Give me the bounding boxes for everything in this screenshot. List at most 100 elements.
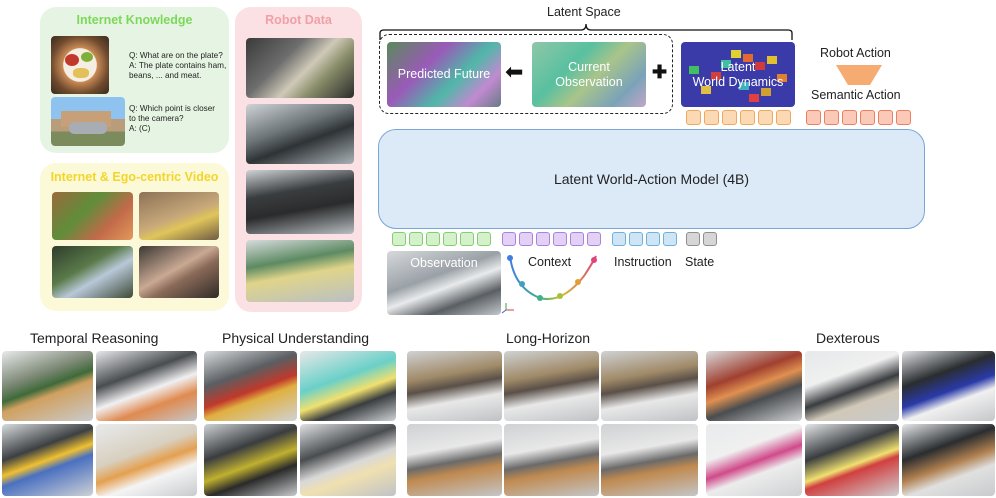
latent-token [740, 110, 755, 125]
current-observation-line-1: Current [568, 60, 610, 74]
latent-token [722, 110, 737, 125]
internet-knowledge-title: Internet Knowledge [76, 13, 193, 27]
context-label: Context [528, 255, 572, 269]
food-plate-image [51, 36, 109, 94]
qa-plate-answer-2: beans, ... and meat. [129, 71, 202, 80]
robot-data-panel: Robot Data [235, 7, 362, 312]
observation-token [426, 232, 440, 246]
dynamics-heatmap [689, 50, 787, 102]
robot-frame-2 [246, 104, 354, 164]
dexterous-frame-3 [902, 351, 995, 421]
physical-frame-2 [300, 351, 396, 421]
state-token [686, 232, 700, 246]
instruction-token [629, 232, 643, 246]
context-trajectory-icon [501, 255, 597, 314]
observation-token [392, 232, 406, 246]
physical-frame-1 [204, 351, 297, 421]
current-observation-line-2: Observation [555, 75, 623, 89]
long-horizon-title: Long-Horizon [506, 330, 591, 346]
context-token [587, 232, 601, 246]
qa-camera: Q: Which point is closer to the camera? … [129, 104, 229, 134]
long-horizon-frame-3 [601, 351, 698, 421]
observation-image: Observation [387, 251, 501, 315]
action-token [896, 110, 911, 125]
robot-frame-3 [246, 170, 354, 234]
instruction-token-row [612, 232, 677, 246]
latent-world-dynamics-line-2: World Dynamics [692, 75, 784, 89]
observation-token [460, 232, 474, 246]
state-token [703, 232, 717, 246]
latent-world-dynamics-image: Latent World Dynamics [681, 42, 795, 107]
context-token [536, 232, 550, 246]
latent-space-title: Latent Space [547, 5, 621, 19]
latent-space-brace [379, 23, 793, 40]
action-token-row [806, 110, 911, 125]
long-horizon-frame-2 [504, 351, 599, 421]
semantic-action-label: Semantic Action [811, 88, 901, 102]
qa-plate-answer-1: A: The plate contains ham, [129, 61, 227, 70]
robot-frame-4 [246, 240, 354, 302]
long-horizon-frame-1 [407, 351, 502, 421]
instruction-token [663, 232, 677, 246]
context-token [553, 232, 567, 246]
predicted-future-label: Predicted Future [397, 67, 491, 81]
observation-token [443, 232, 457, 246]
observation-token-row [392, 232, 491, 246]
latent-dashed-group [379, 34, 673, 114]
video-frame-table [139, 192, 219, 240]
qa-camera-question-2: to the camera? [129, 114, 184, 123]
action-token [860, 110, 875, 125]
car-house-image [51, 97, 125, 146]
long-horizon-frame-6 [601, 424, 698, 496]
robot-data-title: Robot Data [265, 13, 332, 27]
action-token [842, 110, 857, 125]
video-frame-salad [52, 192, 133, 240]
dexterous-frame-6 [902, 424, 995, 496]
action-trapezoid-icon [836, 65, 882, 85]
observation-token [409, 232, 423, 246]
predicted-future-image: Predicted Future [387, 42, 501, 107]
temporal-frame-4 [96, 424, 197, 496]
qa-plate: Q: What are on the plate? A: The plate c… [129, 51, 229, 81]
context-token [570, 232, 584, 246]
internet-video-title: Internet & Ego-centric Video [50, 170, 219, 184]
action-token [806, 110, 821, 125]
dexterous-title: Dexterous [816, 330, 880, 346]
instruction-label: Instruction [614, 255, 672, 269]
latent-world-dynamics-label: Latent World Dynamics [681, 60, 795, 90]
physical-frame-4 [300, 424, 396, 496]
video-frame-hands [139, 246, 219, 298]
current-observation-label: Current Observation [532, 60, 646, 90]
latent-token [704, 110, 719, 125]
latent-token [776, 110, 791, 125]
qa-camera-answer: A: (C) [129, 124, 151, 133]
instruction-token [612, 232, 626, 246]
left-arrow-icon: ⬅ [505, 59, 524, 84]
qa-camera-question: Q: Which point is closer [129, 104, 215, 113]
video-frame-plant [52, 246, 133, 298]
temporal-reasoning-title: Temporal Reasoning [30, 330, 159, 346]
physical-understanding-title: Physical Understanding [222, 330, 370, 346]
long-horizon-frame-5 [504, 424, 599, 496]
current-observation-image: Current Observation [532, 42, 646, 107]
observation-token [477, 232, 491, 246]
state-token-row [686, 232, 717, 246]
state-label: State [685, 255, 715, 269]
latent-token-row [686, 110, 791, 125]
model-label: Latent World-Action Model (4B) [553, 171, 750, 187]
context-token-row [502, 232, 601, 246]
qa-plate-question: Q: What are on the plate? [129, 51, 223, 60]
temporal-frame-2 [96, 351, 197, 421]
robot-frame-1 [246, 38, 354, 98]
dexterous-frame-4 [706, 424, 802, 496]
latent-token [758, 110, 773, 125]
latent-token [686, 110, 701, 125]
dexterous-frame-1 [706, 351, 802, 421]
dexterous-frame-5 [805, 424, 899, 496]
internet-video-panel: Internet & Ego-centric Video [40, 163, 229, 311]
temporal-frame-1 [2, 351, 93, 421]
instruction-token [646, 232, 660, 246]
action-token [878, 110, 893, 125]
action-token [824, 110, 839, 125]
observation-label: Observation [410, 256, 478, 270]
